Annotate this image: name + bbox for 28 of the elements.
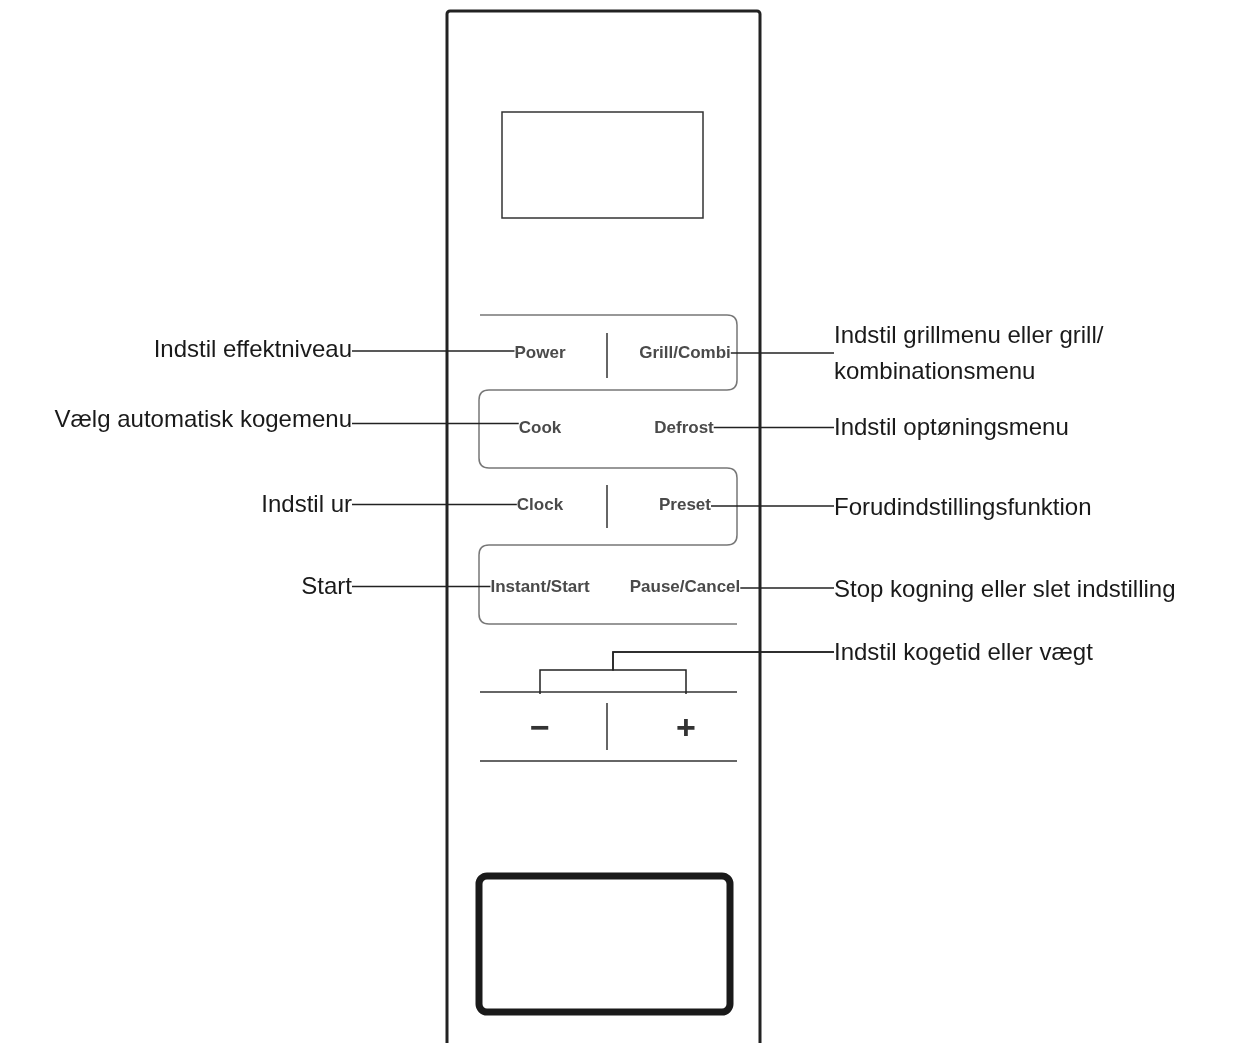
leader-line <box>730 352 835 354</box>
callout-text: Stop kogning eller slet indstilling <box>834 571 1176 607</box>
key-label: + <box>656 694 716 760</box>
key-label: Power <box>514 342 566 364</box>
callout-text: Indstil kogetid eller vægt <box>834 634 1093 670</box>
key-label: Pause/Cancel <box>629 576 741 598</box>
key-label: − <box>510 694 570 760</box>
key-label: Clock <box>516 494 564 516</box>
callout-text: Indstil optøningsmenu <box>834 409 1069 445</box>
key-label: Cook <box>518 417 562 439</box>
callout-text: Indstil ur <box>261 486 352 522</box>
key-label: Preset <box>659 494 711 516</box>
key-label: Defrost <box>654 417 714 439</box>
callout-text: Start <box>301 568 352 604</box>
leader-line <box>612 651 835 695</box>
key-label: Instant/Start <box>490 576 590 598</box>
leader-line <box>710 505 835 507</box>
leader-line <box>351 503 518 506</box>
leader-line <box>713 426 835 429</box>
leader-line <box>351 350 516 352</box>
callout-text: Forudindstillingsfunktion <box>834 489 1092 525</box>
leader-line <box>351 422 520 425</box>
callout-text: Indstil grillmenu eller grill/ kombinationsmenu <box>834 317 1164 389</box>
key-label: Grill/Combi <box>639 342 731 364</box>
callout-text: Indstil effektniveau <box>153 331 352 367</box>
leader-line <box>739 587 835 589</box>
callout-text: Vælg automatisk kogemenu <box>54 401 352 437</box>
leader-line <box>351 585 492 588</box>
